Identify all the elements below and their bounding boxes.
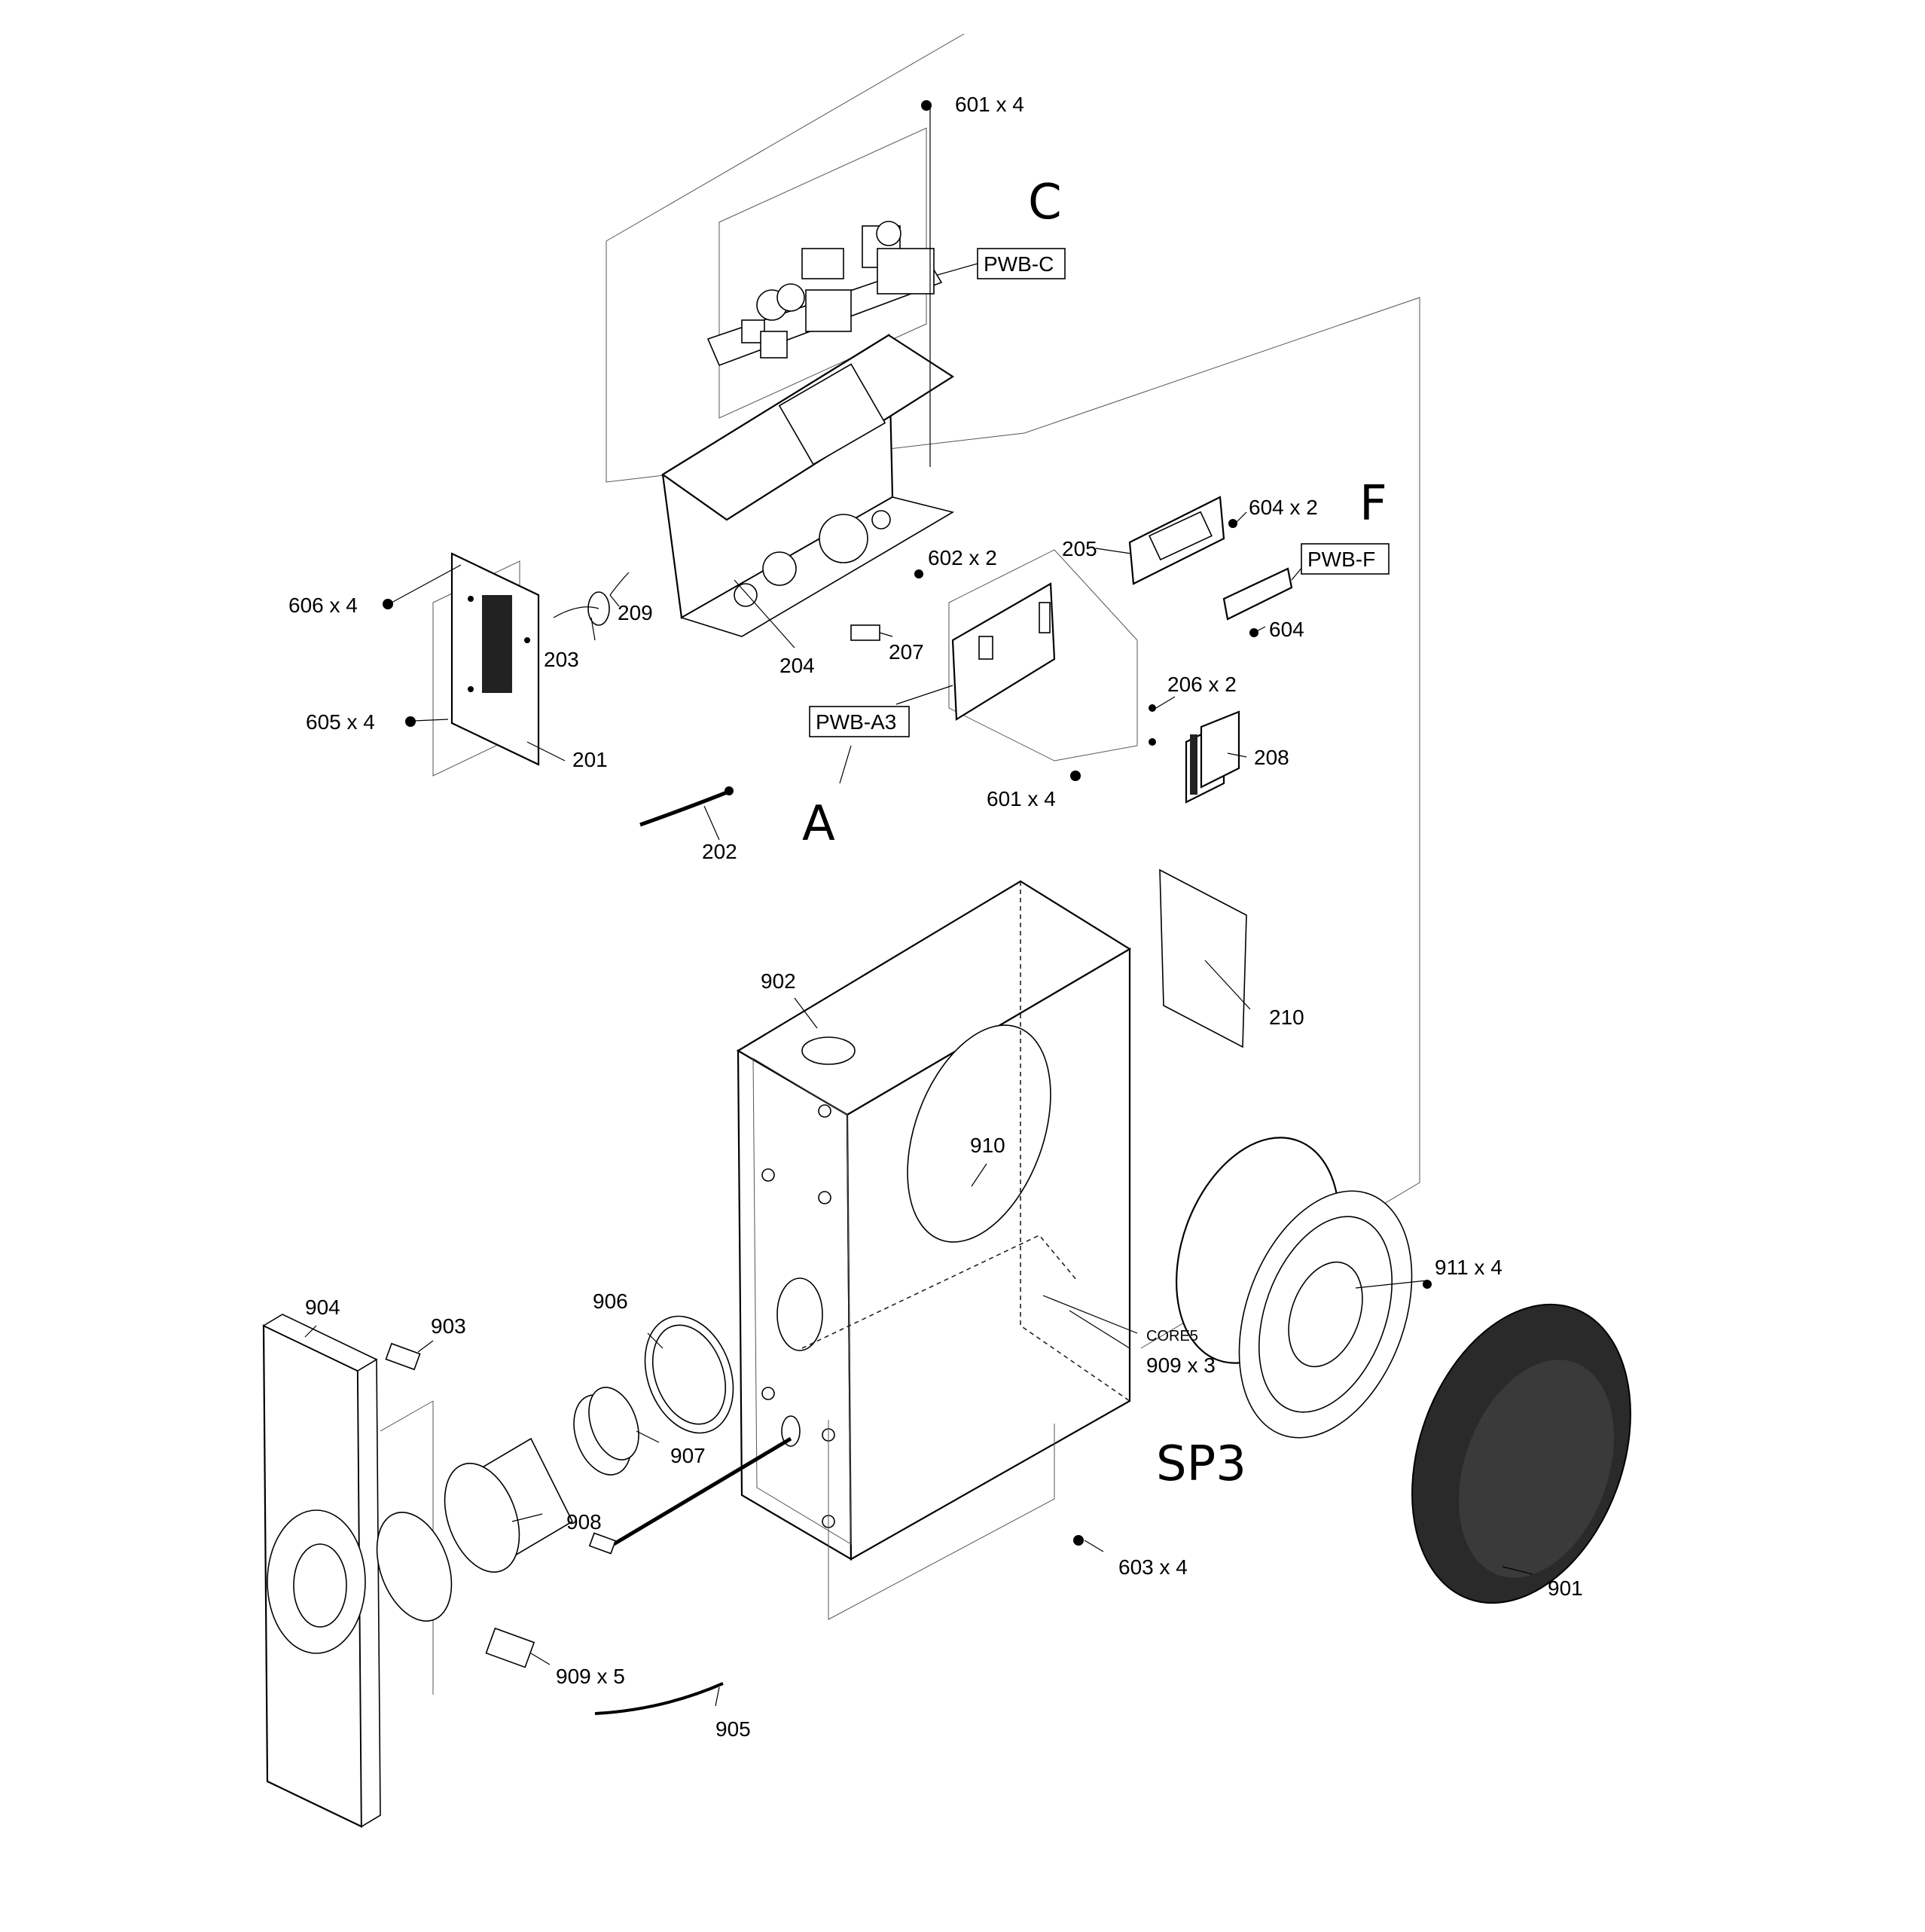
- rear-plate-201: [432, 552, 540, 777]
- pwb-f-label-box: [1301, 543, 1390, 575]
- chassis-204: [661, 334, 955, 637]
- label-907: 907: [670, 1444, 706, 1467]
- label-210: 210: [1269, 1006, 1304, 1029]
- part-207: [850, 624, 880, 641]
- handwritten-sp3: SP3: [1156, 1436, 1246, 1492]
- connector-203-209: [553, 572, 630, 626]
- pwb-c-label-box: [977, 248, 1066, 279]
- pwb-f-label: PWB-F: [1307, 548, 1375, 571]
- front-baffle-904: [262, 1314, 434, 1828]
- handwritten-a: A: [802, 796, 835, 852]
- pwb-c-label: PWB-C: [984, 252, 1054, 276]
- cabinet-902: [736, 880, 1132, 1620]
- wire-905: [594, 1682, 724, 1715]
- pwb-a3-label: PWB-A3: [816, 710, 896, 734]
- label-601-mid: 601 x 4: [987, 787, 1056, 810]
- pwb-f-board: [1222, 567, 1293, 621]
- label-core5: CORE5: [1146, 1328, 1198, 1344]
- label-606: 606 x 4: [288, 594, 358, 617]
- handwritten-f: F: [1359, 476, 1387, 532]
- pad-909: [485, 1627, 535, 1668]
- label-203: 203: [544, 648, 579, 671]
- heatsink-208: [1185, 710, 1240, 804]
- label-904: 904: [305, 1296, 340, 1319]
- pwb-a3-label-box: [809, 706, 910, 737]
- screw-icons: [383, 100, 1432, 1546]
- label-601-top: 601 x 4: [955, 93, 1024, 116]
- board-205: [1128, 496, 1225, 585]
- label-201: 201: [572, 748, 608, 771]
- label-604x2: 604 x 2: [1249, 496, 1318, 519]
- label-901: 901: [1548, 1576, 1583, 1600]
- pwb-a3-board: [948, 549, 1138, 762]
- woofer-sp3: [1176, 1137, 1413, 1439]
- ring-906: [644, 1315, 734, 1434]
- label-902: 902: [761, 969, 796, 993]
- label-909x3: 909 x 3: [1146, 1354, 1216, 1377]
- label-908: 908: [566, 1510, 602, 1534]
- label-602: 602 x 2: [928, 546, 997, 569]
- label-204: 204: [779, 654, 815, 677]
- label-208: 208: [1254, 746, 1289, 769]
- label-209: 209: [618, 601, 653, 624]
- port-tube-907: [573, 1387, 639, 1476]
- label-202: 202: [702, 840, 737, 863]
- label-903: 903: [431, 1314, 466, 1338]
- wire-202: [639, 786, 734, 827]
- label-206: 206 x 2: [1167, 673, 1237, 696]
- port-tube-908: [376, 1437, 574, 1622]
- label-911: 911 x 4: [1435, 1256, 1502, 1279]
- label-909x5: 909 x 5: [556, 1665, 625, 1688]
- leader-lines: [304, 105, 1533, 1707]
- label-910: 910: [970, 1134, 1005, 1157]
- bracket-903: [385, 1342, 421, 1371]
- foam-pad-210: [1159, 868, 1247, 1048]
- label-604: 604: [1269, 618, 1304, 641]
- assembly-outline: [606, 33, 1420, 1349]
- label-905: 905: [715, 1717, 751, 1741]
- grille-901: [1411, 1303, 1631, 1604]
- handwritten-c: C: [1028, 175, 1062, 230]
- pwb-c-board: [706, 127, 943, 419]
- label-906: 906: [593, 1290, 628, 1313]
- speaker-cable: [588, 1436, 792, 1555]
- label-605: 605 x 4: [306, 710, 375, 734]
- label-603: 603 x 4: [1118, 1555, 1188, 1579]
- label-205: 205: [1062, 537, 1097, 560]
- label-207: 207: [889, 640, 924, 664]
